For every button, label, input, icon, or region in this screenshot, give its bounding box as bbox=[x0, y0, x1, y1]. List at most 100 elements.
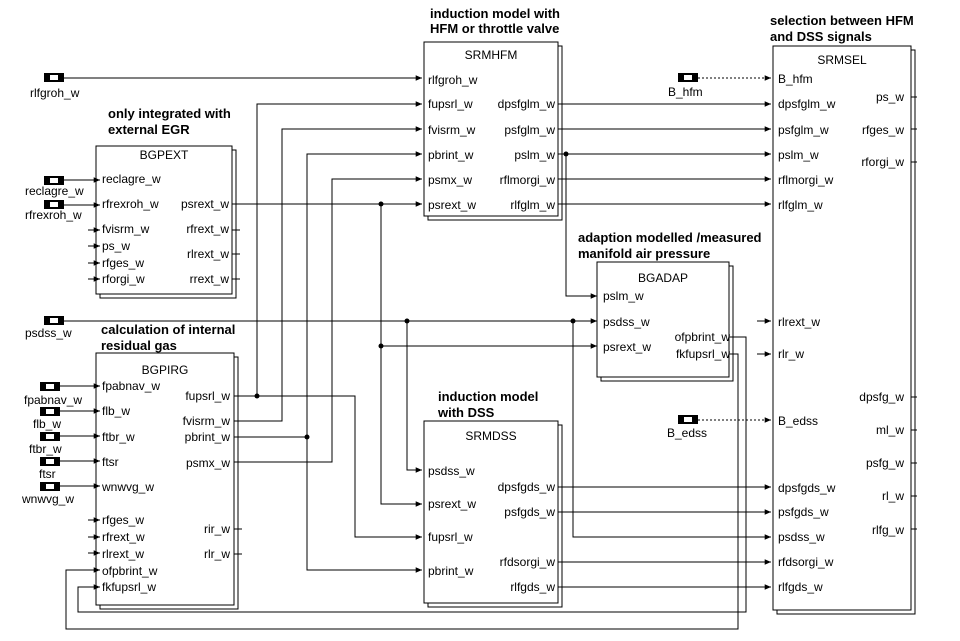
svg-text:only integrated with: only integrated with bbox=[108, 106, 231, 121]
port-in: ps_w bbox=[102, 239, 130, 253]
inport-icon bbox=[678, 415, 698, 424]
port-in: ftsr bbox=[102, 455, 119, 469]
port-out: rfdsorgi_w bbox=[500, 555, 556, 569]
block-srmdss: SRMDSS bbox=[423, 420, 563, 608]
svg-text:and DSS signals: and DSS signals bbox=[770, 29, 872, 44]
port-in: rforgi_w bbox=[102, 272, 145, 286]
port-in: B_edss bbox=[778, 414, 818, 428]
inport-icon bbox=[44, 73, 64, 82]
port-out: rlfglm_w bbox=[510, 198, 555, 212]
port-in: rflmorgi_w bbox=[778, 173, 834, 187]
port-in: psdss_w bbox=[603, 315, 650, 329]
port-out: ml_w bbox=[876, 423, 904, 437]
port-out: rforgi_w bbox=[861, 155, 904, 169]
port-out: fkfupsrl_w bbox=[676, 347, 730, 361]
svg-text:residual gas: residual gas bbox=[101, 338, 177, 353]
caption-srmsel: selection between HFM and DSS signals bbox=[770, 13, 914, 44]
port-out: dpsfglm_w bbox=[498, 97, 556, 111]
svg-text:wnwvg_w: wnwvg_w bbox=[21, 492, 74, 506]
inport-icon bbox=[44, 200, 64, 209]
block-bgadap: BGADAP bbox=[596, 261, 734, 382]
port-in: fvisrm_w bbox=[428, 123, 476, 137]
port-in: psfgds_w bbox=[778, 505, 829, 519]
port-in: rlfgds_w bbox=[778, 580, 823, 594]
port-out: ofpbrint_w bbox=[675, 330, 731, 344]
port-in: reclagre_w bbox=[102, 172, 161, 186]
port-out: rl_w bbox=[882, 489, 904, 503]
port-in: fupsrl_w bbox=[428, 97, 473, 111]
port-out: dpsfg_w bbox=[859, 390, 904, 404]
port-in: pbrint_w bbox=[428, 148, 474, 162]
svg-text:B_hfm: B_hfm bbox=[668, 85, 703, 99]
port-in: rlr_w bbox=[778, 347, 804, 361]
svg-text:with DSS: with DSS bbox=[437, 405, 495, 420]
svg-text:adaption modelled /measured: adaption modelled /measured bbox=[578, 230, 762, 245]
port-out: rfges_w bbox=[862, 123, 904, 137]
inport-icon bbox=[40, 382, 60, 391]
port-in: psdss_w bbox=[428, 464, 475, 478]
caption-srmdss: induction model with DSS bbox=[437, 389, 538, 420]
svg-text:flb_w: flb_w bbox=[33, 417, 61, 431]
port-out: rlfg_w bbox=[872, 523, 904, 537]
port-out: fvisrm_w bbox=[183, 414, 231, 428]
inport-icon bbox=[44, 316, 64, 325]
port-in: rfges_w bbox=[102, 256, 144, 270]
port-out: rlr_w bbox=[204, 547, 230, 561]
block-bgpext: BGPEXT bbox=[95, 145, 237, 299]
port-out: psfgds_w bbox=[504, 505, 555, 519]
port-in: psmx_w bbox=[428, 173, 472, 187]
svg-text:induction model with: induction model with bbox=[430, 6, 560, 21]
port-in: fkfupsrl_w bbox=[102, 580, 156, 594]
block-title: SRMDSS bbox=[465, 429, 516, 443]
port-out: dpsfgds_w bbox=[498, 480, 556, 494]
svg-text:manifold air pressure: manifold air pressure bbox=[578, 246, 710, 261]
svg-text:rfrexroh_w: rfrexroh_w bbox=[25, 208, 82, 222]
port-in: rfrexroh_w bbox=[102, 197, 159, 211]
port-in: rlfgroh_w bbox=[428, 73, 478, 87]
external-inputs: rlfgroh_w reclagre_w rfrexroh_w psdss_w … bbox=[21, 73, 707, 506]
svg-text:induction model: induction model bbox=[438, 389, 538, 404]
port-in: dpsfgds_w bbox=[778, 481, 836, 495]
port-in: fpabnav_w bbox=[102, 379, 160, 393]
port-in: psdss_w bbox=[778, 530, 825, 544]
port-in: B_hfm bbox=[778, 72, 813, 86]
port-in: dpsfglm_w bbox=[778, 97, 836, 111]
port-in: pbrint_w bbox=[428, 564, 474, 578]
svg-text:psdss_w: psdss_w bbox=[25, 326, 72, 340]
svg-text:calculation of internal: calculation of internal bbox=[101, 322, 235, 337]
port-out: rir_w bbox=[204, 522, 230, 536]
svg-text:external EGR: external EGR bbox=[108, 122, 190, 137]
inport-icon bbox=[40, 407, 60, 416]
port-in: rfdsorgi_w bbox=[778, 555, 834, 569]
port-out: psrext_w bbox=[181, 197, 229, 211]
port-in: flb_w bbox=[102, 404, 130, 418]
block-bgpirg: BGPIRG bbox=[95, 352, 239, 610]
port-in: psrext_w bbox=[428, 198, 476, 212]
port-in: ftbr_w bbox=[102, 430, 135, 444]
svg-text:selection between HFM: selection between HFM bbox=[770, 13, 914, 28]
svg-text:HFM or throttle valve: HFM or throttle valve bbox=[430, 21, 559, 36]
svg-text:B_edss: B_edss bbox=[667, 426, 707, 440]
port-in: rfges_w bbox=[102, 513, 144, 527]
block-srmhfm: SRMHFM bbox=[423, 41, 563, 221]
port-in: psrext_w bbox=[603, 340, 651, 354]
port-out: psfglm_w bbox=[504, 123, 555, 137]
port-out: fupsrl_w bbox=[185, 389, 230, 403]
port-in: rfrext_w bbox=[102, 530, 145, 544]
block-srmsel: SRMSEL bbox=[772, 45, 916, 615]
block-title: BGPIRG bbox=[142, 363, 189, 377]
port-in: pslm_w bbox=[778, 148, 819, 162]
port-in: rlrext_w bbox=[102, 547, 144, 561]
port-in: fupsrl_w bbox=[428, 530, 473, 544]
block-title: SRMSEL bbox=[817, 53, 867, 67]
port-out: psfg_w bbox=[866, 456, 904, 470]
signal-lines bbox=[60, 75, 917, 630]
svg-text:rlfgroh_w: rlfgroh_w bbox=[30, 86, 80, 100]
port-in: pslm_w bbox=[603, 289, 644, 303]
svg-text:ftsr: ftsr bbox=[39, 467, 56, 481]
caption-bgpirg: calculation of internal residual gas bbox=[101, 322, 235, 353]
svg-text:ftbr_w: ftbr_w bbox=[29, 442, 62, 456]
port-out: rrext_w bbox=[190, 272, 230, 286]
port-out: pbrint_w bbox=[185, 430, 231, 444]
